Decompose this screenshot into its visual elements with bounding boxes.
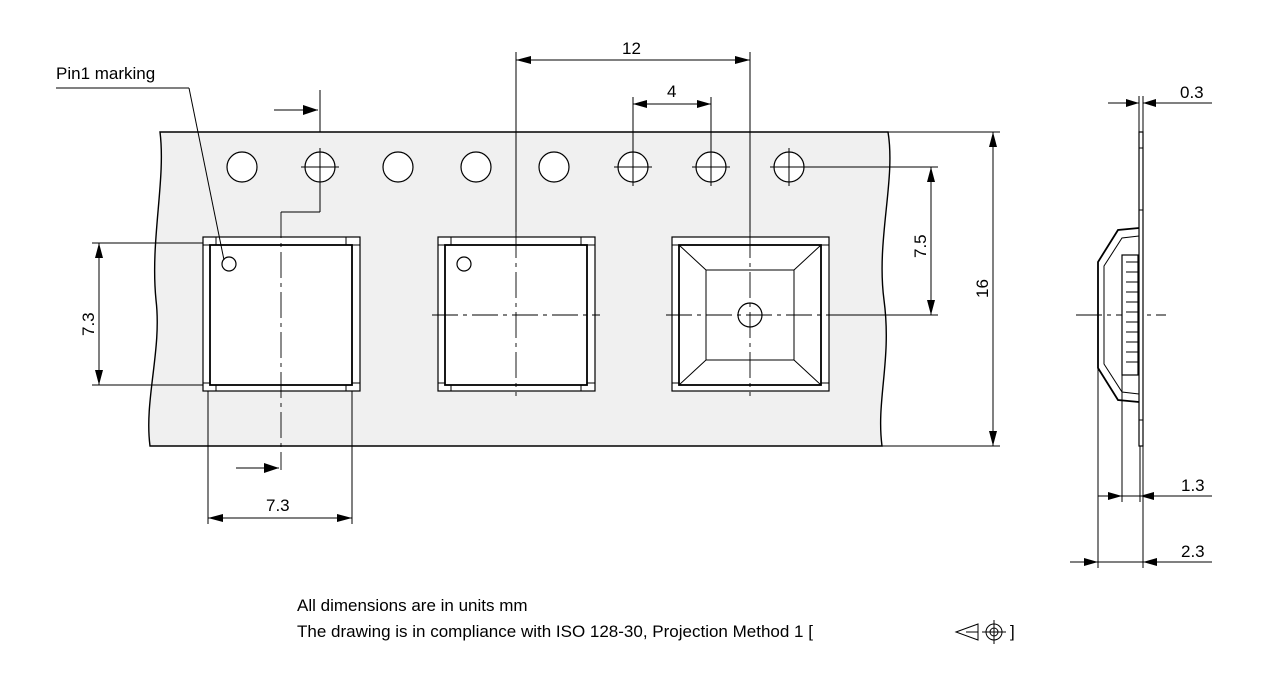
pitch-label: 12 [622, 39, 641, 58]
dimension-total-depth: 2.3 [1070, 368, 1212, 568]
thickness-label: 0.3 [1180, 83, 1204, 102]
dimension-thickness: 0.3 [1108, 83, 1212, 132]
notes: All dimensions are in units mm The drawi… [297, 596, 1015, 644]
offset-marker [236, 90, 321, 473]
dimension-hole-pitch: 4 [632, 82, 712, 148]
sprocket-hole [460, 151, 492, 183]
note-iso-end: ] [1010, 622, 1015, 641]
projection-symbol-icon [954, 620, 1006, 644]
hole-to-center-label: 7.5 [911, 234, 930, 258]
hole-pitch-label: 4 [667, 82, 676, 101]
pin1-label: Pin1 marking [56, 64, 155, 83]
pocket-width-label: 7.3 [266, 496, 290, 515]
component-pins [1126, 261, 1138, 363]
dimension-hole-to-center: 7.5 [808, 166, 938, 316]
side-view [1097, 131, 1144, 447]
sprocket-hole [538, 151, 570, 183]
dimension-pocket-width: 7.3 [207, 391, 353, 524]
note-units: All dimensions are in units mm [297, 596, 528, 615]
pin1-dot [221, 256, 237, 272]
total-depth-label: 2.3 [1181, 542, 1205, 561]
note-iso: The drawing is in compliance with ISO 12… [297, 622, 813, 641]
pocket-height-label: 7.3 [79, 312, 98, 336]
pocket-2 [437, 236, 596, 392]
sprocket-hole [226, 151, 258, 183]
dimension-tape-width: 16 [882, 131, 1000, 447]
hole-center-marks [301, 148, 808, 186]
pocket-3 [671, 236, 830, 392]
dimension-pocket-depth: 1.3 [1098, 375, 1212, 502]
note-iso-text: The drawing is in compliance with ISO 12… [297, 622, 813, 641]
tape-width-label: 16 [973, 279, 992, 298]
pin1-leader: Pin1 marking [56, 64, 225, 261]
dimension-pitch: 12 [515, 39, 751, 232]
dimension-pocket-height: 7.3 [79, 242, 203, 386]
sprocket-hole [382, 151, 414, 183]
pocket-depth-label: 1.3 [1181, 476, 1205, 495]
pocket-1 [202, 236, 361, 392]
pin1-dot [456, 256, 472, 272]
